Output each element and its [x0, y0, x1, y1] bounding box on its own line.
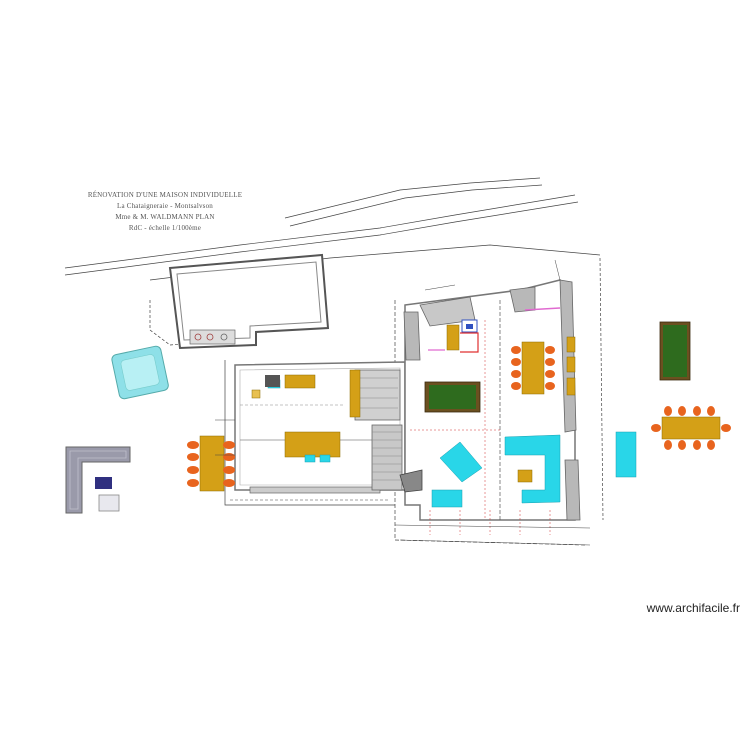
- billiard-table-right: [659, 321, 691, 381]
- title-line-2: La Chataigneraie - Montsalvson: [116, 202, 213, 210]
- dining-table-right: [651, 406, 731, 450]
- annex-building: [168, 253, 330, 350]
- outer-dimension-lines: [215, 259, 591, 546]
- kitchen-furniture: [251, 324, 576, 483]
- outdoor-lounge: [65, 446, 131, 514]
- dining-table-center: [511, 341, 555, 395]
- watermark-link[interactable]: www.archifacile.fr: [646, 601, 740, 615]
- jacuzzi: [111, 345, 169, 400]
- title-line-1: RÉNOVATION D'UNE MAISON INDIVIDUELLE: [87, 191, 243, 199]
- accent-elements: [265, 307, 561, 387]
- dimension-lines: [410, 320, 551, 535]
- staircase: [354, 369, 423, 493]
- title-line-3: Mme & M. WALDMANN PLAN: [115, 213, 215, 221]
- sofas: [267, 379, 637, 508]
- dining-table-left: [187, 435, 235, 492]
- title-block: RÉNOVATION D'UNE MAISON INDIVIDUELLE La …: [76, 190, 254, 240]
- title-line-4: RdC - échelle 1/100ème: [128, 224, 202, 232]
- billiard-table-center: [424, 381, 481, 413]
